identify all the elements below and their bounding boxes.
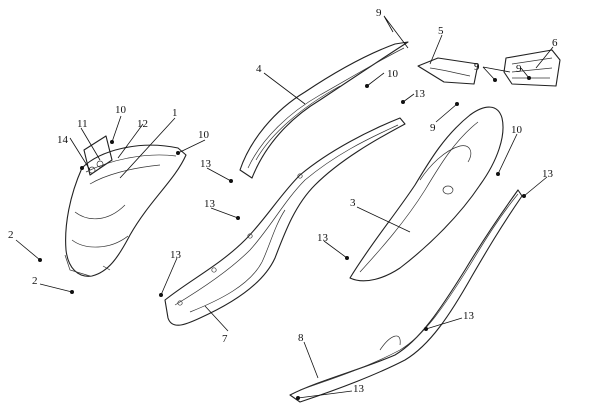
callout-label: 10 [198, 129, 210, 141]
callout-label: 10 [387, 68, 399, 80]
callout-label: 13 [542, 168, 554, 180]
side-rail-upper [239, 41, 409, 179]
callout-label: 13 [353, 383, 365, 395]
floor-side-cover [164, 117, 406, 326]
callout-label: 7 [222, 333, 228, 345]
lower-rear-strip [289, 189, 523, 403]
callout-label: 13 [170, 249, 182, 261]
callout-label: 11 [77, 118, 88, 130]
callout-labels: 1 2 2 3 4 5 6 7 8 9 9 9 9 10 10 10 10 11… [8, 7, 558, 395]
callout-label: 14 [57, 134, 69, 146]
leader-lines [15, 15, 554, 399]
callout-label: 5 [438, 25, 444, 37]
callout-label: 6 [552, 37, 558, 49]
callout-label: 9 [376, 7, 382, 19]
front-inner-cover [64, 135, 187, 277]
rear-side-cover [349, 106, 504, 282]
callout-label: 8 [298, 332, 304, 344]
callout-label: 13 [200, 158, 212, 170]
callout-label: 13 [317, 232, 329, 244]
rear-bracket [503, 49, 561, 87]
callout-label: 13 [463, 310, 475, 322]
callout-label: 2 [8, 229, 14, 241]
callout-label: 10 [115, 104, 127, 116]
callout-label: 9 [430, 122, 436, 134]
callout-label: 13 [414, 88, 426, 100]
callout-label: 9 [516, 63, 522, 75]
callout-label: 10 [511, 124, 523, 136]
fasteners [38, 76, 531, 400]
callout-label: 9 [474, 61, 480, 73]
small-panel [417, 57, 479, 85]
callout-label: 3 [350, 197, 356, 209]
callout-label: 4 [256, 63, 262, 75]
callout-label: 2 [32, 275, 38, 287]
callout-label: 13 [204, 198, 216, 210]
callout-label: 12 [137, 118, 148, 130]
callout-label: 1 [172, 107, 178, 119]
